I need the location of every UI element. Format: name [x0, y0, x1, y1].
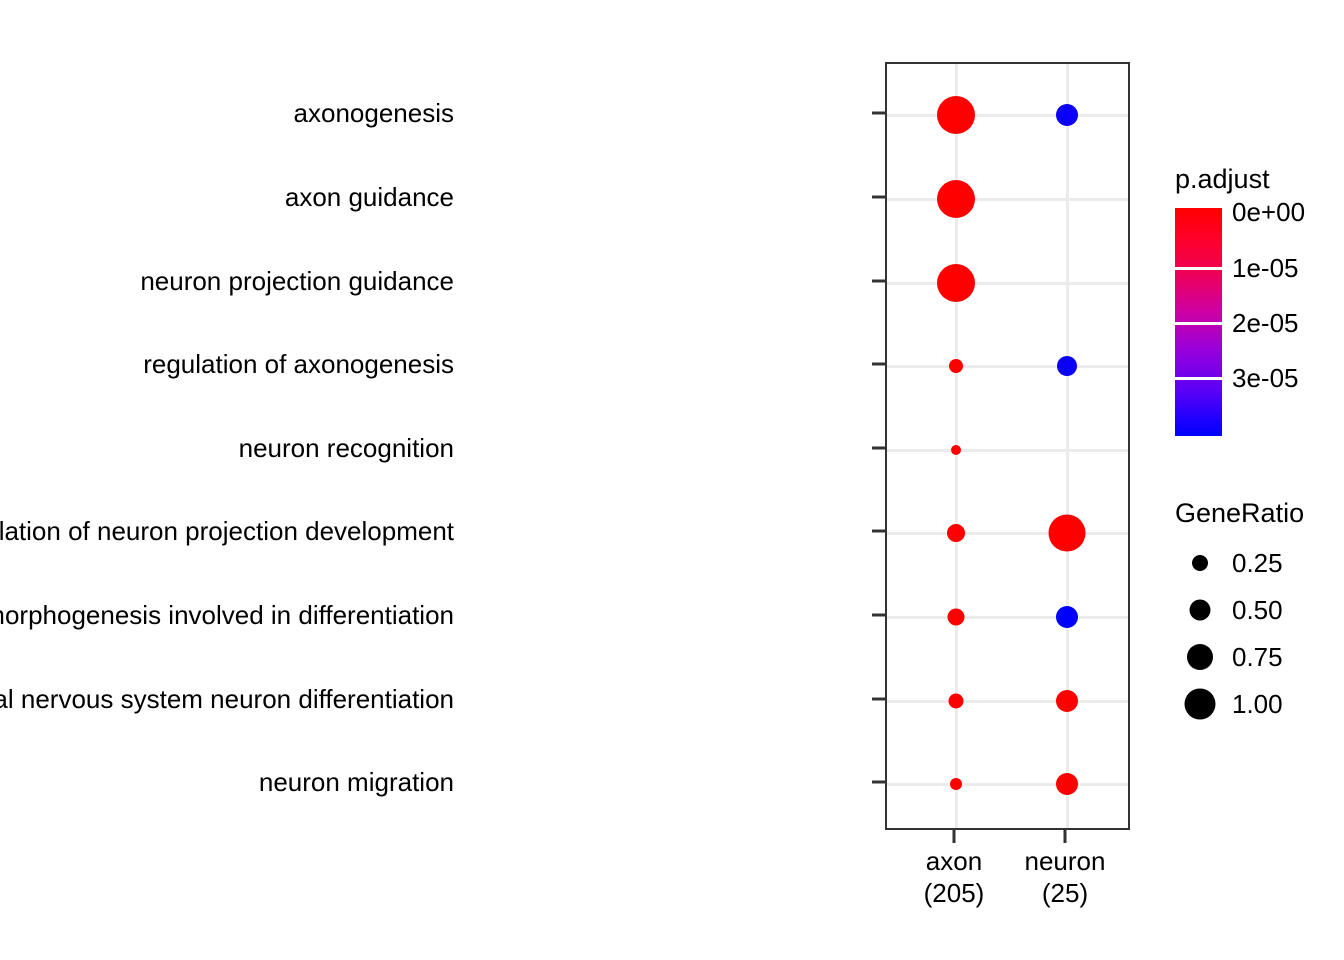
data-point[interactable] [1056, 606, 1078, 628]
x-axis-label-neuron: neuron (25) [1025, 845, 1106, 909]
data-point[interactable] [937, 96, 975, 134]
x-axis-tick [952, 830, 956, 843]
x-axis-label-neuron-count: (25) [1041, 878, 1089, 908]
colorbar-tick [1175, 377, 1222, 380]
y-axis-label-cns-neuron-differentiation: central nervous system neuron differenti… [0, 684, 454, 714]
x-axis-label-axon-count: (205) [923, 878, 985, 908]
colorbar-label-0: 0e+00 [1232, 197, 1306, 227]
gridline-horizontal [887, 616, 1128, 619]
gridline-horizontal [887, 282, 1128, 285]
data-point[interactable] [937, 264, 975, 302]
legend-title-generatio: GeneRatio [1175, 498, 1305, 528]
gridline-vertical [1066, 64, 1069, 828]
size-key-label-075: 0.75 [1232, 642, 1283, 672]
gridline-horizontal [887, 449, 1128, 452]
size-key-label-025: 0.25 [1232, 548, 1283, 578]
data-point[interactable] [1056, 104, 1078, 126]
y-axis-label-neuron-projection-guidance: neuron projection guidance [140, 266, 454, 296]
y-axis-label-neuron-migration: neuron migration [258, 767, 454, 797]
size-key-075 [1187, 644, 1213, 670]
gridline-horizontal [887, 532, 1128, 535]
y-axis-tick [872, 780, 885, 784]
data-point[interactable] [937, 180, 975, 218]
gridline-horizontal [887, 700, 1128, 703]
data-point[interactable] [950, 778, 962, 790]
y-axis-label-regulation-of-axonogenesis: regulation of axonogenesis [143, 349, 454, 379]
gridline-horizontal [887, 783, 1128, 786]
size-key-050 [1189, 599, 1211, 621]
y-axis-label-axon-guidance: axon guidance [284, 182, 454, 212]
x-axis-label-neuron-name: neuron [1024, 846, 1106, 876]
x-axis-label-axon: axon (205) [924, 845, 985, 909]
colorbar-label-2: 2e-05 [1232, 308, 1299, 338]
y-axis-tick [872, 529, 885, 533]
y-axis-tick [872, 446, 885, 450]
data-point[interactable] [1057, 356, 1077, 376]
colorbar-label-3: 3e-05 [1232, 363, 1299, 393]
x-axis-tick [1063, 830, 1067, 843]
y-axis-tick [872, 697, 885, 701]
y-axis-label-axonogenesis: axonogenesis [293, 98, 454, 128]
data-point[interactable] [1056, 690, 1078, 712]
gridline-horizontal [887, 114, 1128, 117]
y-axis-tick [872, 111, 885, 115]
size-key-100 [1184, 688, 1216, 720]
y-axis-tick [872, 279, 885, 283]
y-axis-tick [872, 613, 885, 617]
size-key-label-050: 0.50 [1232, 595, 1283, 625]
data-point[interactable] [949, 359, 963, 373]
colorbar-tick [1175, 322, 1222, 325]
y-axis-tick [872, 362, 885, 366]
x-axis-label-axon-name: axon [925, 846, 983, 876]
data-point[interactable] [947, 608, 965, 626]
size-key-label-100: 1.00 [1232, 689, 1283, 719]
data-point[interactable] [1048, 514, 1086, 552]
legend-title-padjust: p.adjust [1175, 164, 1270, 194]
data-point[interactable] [951, 445, 961, 455]
y-axis-label-regulation-of-neuron-projection-development: regulation of neuron projection developm… [0, 516, 454, 546]
gridline-horizontal [887, 198, 1128, 201]
y-axis-label-neuron-recognition: neuron recognition [238, 433, 454, 463]
data-point[interactable] [948, 693, 964, 709]
data-point[interactable] [947, 524, 965, 542]
y-axis-tick [872, 195, 885, 199]
colorbar-tick [1175, 267, 1222, 270]
data-point[interactable] [1056, 773, 1078, 795]
size-key-025 [1192, 555, 1208, 571]
colorbar-label-1: 1e-05 [1232, 253, 1299, 283]
y-axis-label-regulation-of-cell-morphogenesis: regulation of cell morphogenesis involve… [0, 600, 454, 630]
plot-panel [885, 62, 1130, 830]
gridline-horizontal [887, 365, 1128, 368]
